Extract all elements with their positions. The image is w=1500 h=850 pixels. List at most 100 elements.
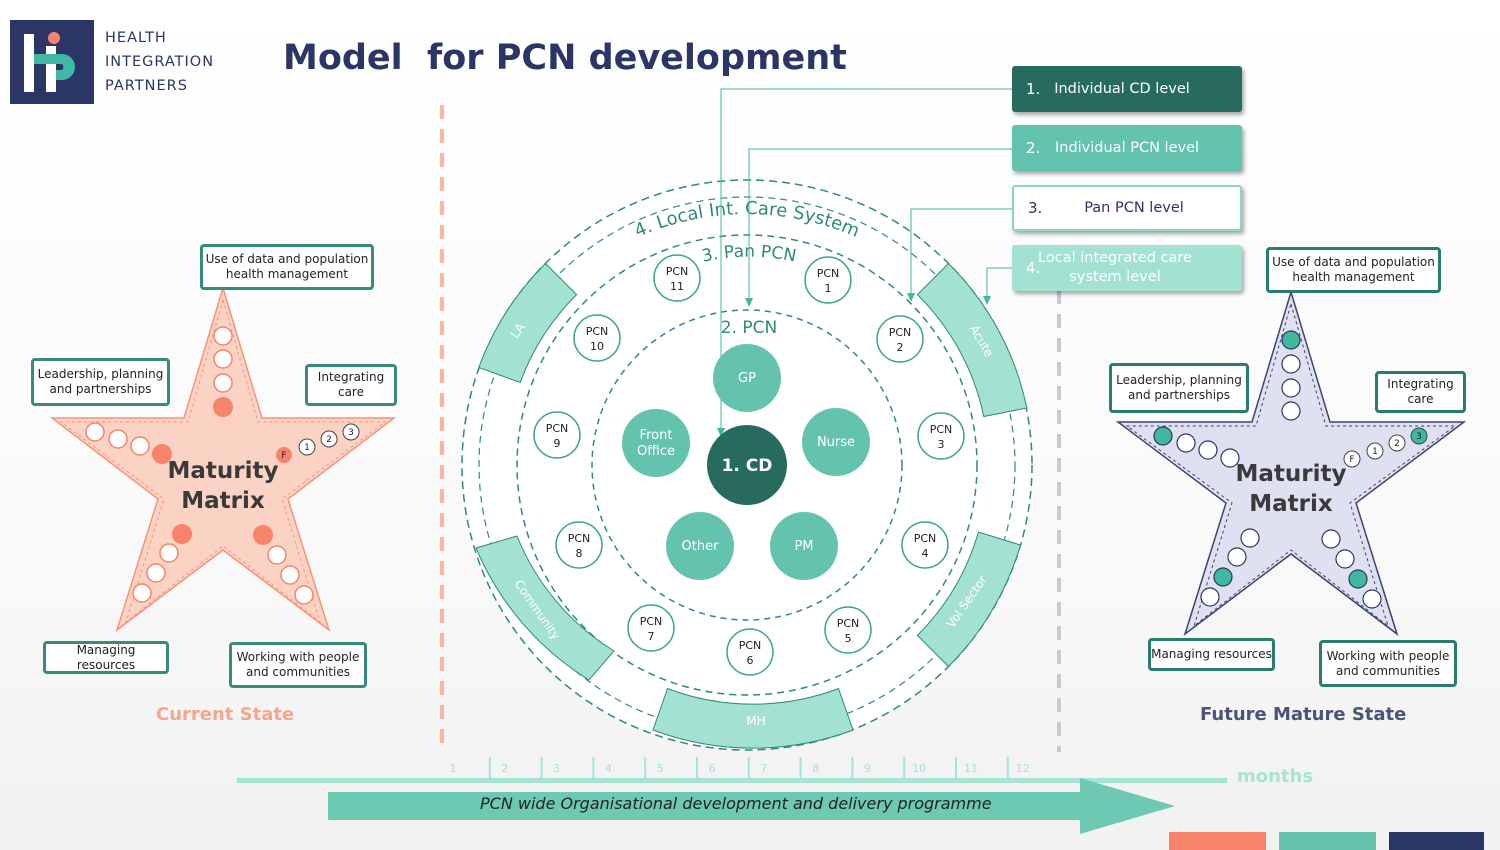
org-name: HEALTH INTEGRATION PARTNERS [105, 26, 214, 98]
connector-level-4 [986, 267, 1014, 300]
future-marker-label: F [1349, 455, 1354, 465]
pcn-node-number: 9 [554, 437, 561, 450]
pcn-node-label: PCN [666, 265, 689, 278]
level-2-button[interactable]: 2. Individual PCN level [1012, 125, 1242, 171]
sector-community [475, 535, 615, 681]
sector-acute [916, 262, 1028, 418]
level-4-button[interactable]: 4. Local integrated care system level [1012, 245, 1242, 291]
month-tick-label: 2 [501, 762, 508, 775]
current-marker-label: 3 [348, 428, 354, 438]
future-star-shape [1115, 289, 1467, 637]
current-dot [85, 422, 105, 442]
arrow-head-icon [745, 298, 753, 307]
month-tick-label: 1 [450, 762, 457, 775]
current-dot-filled [253, 525, 273, 545]
level-label: Individual CD level [1054, 80, 1190, 97]
current-marker-label: F [281, 451, 286, 461]
pcn-node-number: 8 [576, 547, 583, 560]
org-name-line: INTEGRATION [105, 54, 215, 70]
pcn-node [876, 315, 924, 363]
current-marker [342, 423, 360, 441]
connector-level-3 [910, 208, 1012, 297]
pcn-node-label: PCN [546, 422, 569, 435]
month-tick-label: 12 [1016, 762, 1030, 775]
pcn-node [653, 254, 701, 302]
level-3-button[interactable]: 3. Pan PCN level [1012, 185, 1242, 231]
future-dot [1362, 589, 1382, 609]
current-center-label: Matrix [181, 488, 265, 514]
sector-vol [916, 531, 1022, 668]
month-tick-label: 10 [912, 762, 926, 775]
pcn-node-number: 2 [897, 341, 904, 354]
current-dot [108, 429, 128, 449]
future-marker [1388, 434, 1406, 452]
future-dot [1220, 448, 1240, 468]
logo [10, 20, 94, 104]
current-marker-label: 1 [304, 443, 310, 453]
future-dot [1281, 378, 1301, 398]
arrow-head-icon [983, 296, 991, 305]
current-dot [130, 436, 150, 456]
pcn-node-number: 7 [648, 630, 655, 643]
month-tick-label: 3 [553, 762, 560, 775]
pcn-node-number: 5 [845, 632, 852, 645]
pcn-node-label: PCN [817, 267, 840, 280]
pm-label: PM [794, 539, 813, 554]
sector-label-mh: MH [746, 714, 765, 728]
future-dot-filled [1213, 567, 1233, 587]
future-marker [1366, 442, 1384, 460]
pcn-ring-label: 2. PCN [721, 318, 777, 338]
future-dot [1321, 529, 1341, 549]
future-marker-label: 3 [1416, 432, 1422, 442]
future-center-label: Maturity [1236, 461, 1347, 487]
footer-bar-salmon [1169, 832, 1266, 850]
future-dot [1176, 433, 1196, 453]
pcn-node-number: 1 [825, 282, 832, 295]
current-state-label: Current State [156, 704, 295, 725]
timeline-bar [237, 778, 1227, 783]
month-tick-label: 8 [812, 762, 819, 775]
future-marker-label: 2 [1394, 439, 1400, 449]
future-dot [1227, 547, 1247, 567]
footer-bar-teal [1279, 832, 1376, 850]
front-office-node [622, 409, 690, 477]
level-1-button[interactable]: 1. Individual CD level [1012, 66, 1242, 112]
pcn-node [917, 412, 965, 460]
connector-level-2 [748, 148, 1012, 303]
current-center-label: Maturity [168, 458, 279, 484]
month-tick-label: 4 [605, 762, 612, 775]
gp-label: GP [738, 371, 756, 386]
current-marker-label: 2 [326, 435, 332, 445]
future-data-box: Use of data and population health manage… [1266, 247, 1441, 293]
future-dot [1240, 528, 1260, 548]
current-data-box: Use of data and population health manage… [200, 244, 374, 290]
month-tick-label: 6 [709, 762, 716, 775]
future-people-box: Working with people and communities [1319, 640, 1457, 687]
pcn-node [824, 606, 872, 654]
current-state-star: F 1 2 3 Maturity Matrix [49, 285, 397, 633]
front-office-label: Office [637, 444, 675, 459]
pcn-node [901, 521, 949, 569]
current-dot [267, 545, 287, 565]
current-dot [213, 326, 233, 346]
level-label: Local integrated care system level [1038, 250, 1192, 285]
month-tick-label: 5 [657, 762, 664, 775]
cd-label: 1. CD [722, 456, 773, 476]
other-label: Other [682, 539, 720, 554]
sector-mh [652, 687, 854, 749]
pcn-node-number: 10 [590, 340, 604, 353]
programme-arrow [328, 778, 1175, 834]
current-resources-box: Managing resources [43, 641, 169, 674]
future-leadership-box: Leadership, planning and partnerships [1109, 363, 1249, 413]
future-dot [1281, 401, 1301, 421]
level-label: Pan PCN level [1084, 199, 1184, 216]
pcn-node-label: PCN [914, 532, 937, 545]
org-name-line: HEALTH [105, 30, 167, 46]
future-integrating-box: Integrating care [1375, 371, 1466, 413]
cd-node [707, 425, 787, 505]
current-dot [280, 565, 300, 585]
future-dot-filled [1348, 569, 1368, 589]
month-tick-label: 11 [964, 762, 978, 775]
